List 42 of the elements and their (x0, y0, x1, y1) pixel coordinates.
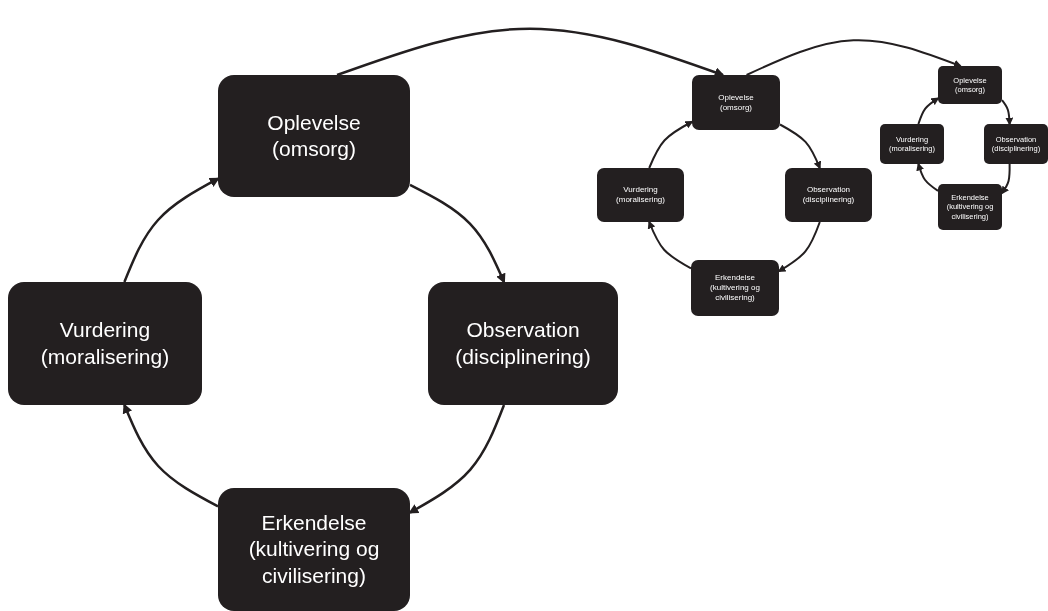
box-subtitle: (kultivering og civilisering) (247, 536, 381, 589)
arrow (336, 27, 725, 77)
process-box (938, 66, 1002, 104)
box-subtitle: (omsorg) (720, 102, 752, 113)
box-title: Vurdering (623, 185, 658, 195)
arrow (779, 123, 822, 170)
box-title: Observation (466, 317, 580, 344)
box-subtitle: (moralisering) (40, 343, 170, 370)
process-box (692, 75, 780, 130)
arrow (408, 404, 506, 514)
box-subtitle: (moralisering) (616, 195, 665, 205)
process-box (428, 282, 618, 405)
arrow (1001, 99, 1014, 126)
process-box (880, 124, 944, 164)
box-subtitle: (kultivering og civilisering) (709, 283, 761, 303)
box-title: Oplevelse (267, 109, 361, 136)
arrow (916, 162, 939, 192)
arrow (745, 39, 962, 76)
box-subtitle: (disciplinering) (455, 343, 591, 370)
process-box (597, 168, 684, 222)
arrow (917, 97, 940, 125)
box-title: Erkendelse (715, 273, 755, 283)
box-subtitle: (omsorg) (272, 136, 356, 162)
arrow (409, 183, 506, 284)
process-box (218, 75, 410, 197)
process-box (938, 184, 1002, 230)
box-subtitle: (disciplinering) (802, 195, 855, 205)
process-box (691, 260, 779, 316)
arrow (648, 120, 694, 169)
box-title: Observation (806, 185, 851, 195)
arrow (1001, 163, 1011, 195)
process-box (218, 488, 410, 611)
box-title: Oplevelse (718, 92, 754, 103)
process-box (8, 282, 202, 405)
box-title: Erkendelse (261, 510, 367, 537)
arrow (123, 177, 220, 283)
arrow (122, 403, 219, 508)
arrow (647, 220, 692, 270)
process-box (785, 168, 872, 222)
process-box (984, 124, 1048, 164)
arrow (777, 221, 821, 273)
box-title: Vurdering (59, 317, 151, 344)
